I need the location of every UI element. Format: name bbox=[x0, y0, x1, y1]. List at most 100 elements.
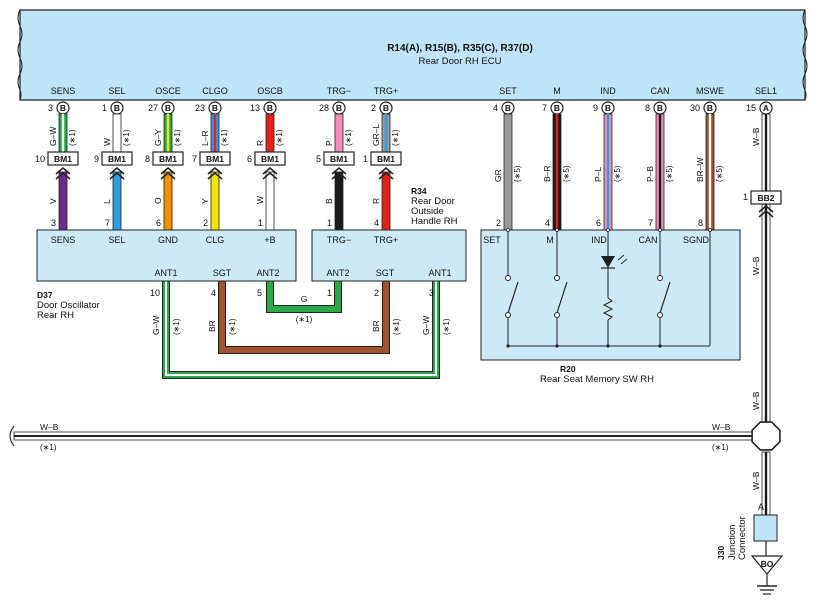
d37-term-4: +B bbox=[264, 235, 275, 245]
ecu-codes: R14(A), R15(B), R35(C), R37(D) bbox=[387, 43, 533, 54]
aw-note-4: (∗1) bbox=[392, 318, 401, 335]
lower-wire-sens bbox=[58, 171, 68, 231]
wire-note-set: (∗5) bbox=[513, 165, 522, 182]
bm1-pin-sens: 10 bbox=[35, 154, 45, 164]
aw-br-right: BR bbox=[371, 320, 381, 332]
bm1-connector-oscb bbox=[254, 151, 286, 166]
aw-note-2: (∗1) bbox=[228, 318, 237, 335]
ecu-pin-set: 4 bbox=[493, 103, 498, 113]
wire-note-trgm: (∗1) bbox=[344, 129, 353, 146]
wire-color-sel: W bbox=[102, 138, 112, 146]
wire-color-sens: G–W bbox=[48, 127, 58, 146]
ecu-conn-clgo: B bbox=[212, 103, 218, 113]
wire-antenna-sgt bbox=[218, 281, 390, 354]
r34-bottom-term-1: SGT bbox=[376, 268, 395, 278]
ecu-conn-sel: B bbox=[114, 103, 120, 113]
wire-bus-wb bbox=[9, 425, 753, 447]
wire-note-trgp: (∗1) bbox=[391, 129, 400, 146]
d37-term-0: SENS bbox=[51, 235, 76, 245]
lower-pin-sens: 3 bbox=[51, 218, 56, 228]
aw-note-1: (∗1) bbox=[172, 318, 181, 335]
wire-color-oscb: R bbox=[255, 140, 265, 146]
r34-bottom-term-0: ANT2 bbox=[326, 268, 349, 278]
wire-color-clgo: L–R bbox=[200, 130, 210, 146]
bm1-pin-osce: 8 bbox=[145, 154, 150, 164]
splice-point-icon bbox=[751, 421, 781, 451]
bus-right-color: W–B bbox=[712, 422, 731, 432]
bm1-connector-sens bbox=[47, 151, 79, 166]
ecu-conn-sens: B bbox=[60, 103, 66, 113]
ecu-terminal-label-sel1: SEL1 bbox=[755, 86, 777, 96]
connector-arrow-icon bbox=[160, 166, 176, 175]
wire-oscb bbox=[265, 113, 275, 153]
d37-bottom-term-2: ANT2 bbox=[256, 268, 279, 278]
connector-arrow-icon bbox=[207, 166, 223, 175]
wire-color-trgp: GR–L bbox=[371, 124, 381, 146]
bus-vert-color2: W–B bbox=[751, 471, 761, 490]
connector-arrow-icon bbox=[109, 166, 125, 175]
bus-left-note: (∗1) bbox=[40, 443, 57, 452]
r34-name2: Outside bbox=[411, 206, 444, 217]
bm1-label-sens: BM1 bbox=[54, 154, 72, 164]
wire-color-mswe: BR–W bbox=[695, 157, 705, 182]
ecu-terminal-label-m: M bbox=[553, 86, 561, 96]
ecu-pin-trgp: 2 bbox=[371, 103, 376, 113]
bb2-label: BB2 bbox=[757, 193, 774, 203]
bm1-pin-trgm: 5 bbox=[316, 154, 321, 164]
d37-term-3: CLG bbox=[206, 235, 225, 245]
d37-name1: Door Oscillator bbox=[37, 300, 100, 311]
wire-note-oscb: (∗1) bbox=[275, 129, 284, 146]
aw-note-3: (∗1) bbox=[296, 315, 313, 324]
lower-wire-trgp bbox=[381, 171, 391, 231]
wire-color-m: B–R bbox=[542, 165, 552, 182]
ecu-terminal-label-osce: OSCE bbox=[155, 86, 181, 96]
ecu-conn-can: B bbox=[657, 103, 663, 113]
ecu-box bbox=[19, 9, 806, 101]
d37-bottom-pin-0: 10 bbox=[150, 288, 160, 298]
ecu-name: Rear Door RH ECU bbox=[419, 56, 502, 67]
d37-bottom-term-1: SGT bbox=[213, 268, 232, 278]
r20-pin-2: 6 bbox=[596, 218, 601, 228]
connector-arrow-icon bbox=[55, 166, 71, 175]
wire-note-mswe: (∗5) bbox=[715, 165, 724, 182]
lower-pin-osce: 6 bbox=[156, 218, 161, 228]
wire-sel bbox=[112, 113, 122, 153]
ecu-terminal-label-mswe: MSWE bbox=[696, 86, 724, 96]
ecu-conn-trgp: B bbox=[383, 103, 389, 113]
wire-can bbox=[655, 113, 665, 231]
ecu-pin-m: 7 bbox=[542, 103, 547, 113]
connector-arrow-icon bbox=[331, 166, 347, 175]
ecu-conn-osce: B bbox=[165, 103, 171, 113]
r34-code: R34 bbox=[411, 186, 427, 196]
r20-term-3: CAN bbox=[638, 235, 657, 245]
ecu-conn-m: B bbox=[554, 103, 560, 113]
ecu-pin-sel: 1 bbox=[102, 103, 107, 113]
ecu-terminal-label-ind: IND bbox=[600, 86, 616, 96]
wire-note-sens: (∗1) bbox=[68, 129, 77, 146]
wire-note-clgo: (∗1) bbox=[220, 129, 229, 146]
ecu-terminal-label-oscb: OSCB bbox=[257, 86, 283, 96]
bm1-label-clgo: BM1 bbox=[206, 154, 224, 164]
lower-wire-color-trgp: R bbox=[371, 198, 381, 204]
ecu-terminal-label-trgp: TRG+ bbox=[374, 86, 398, 96]
lower-wire-clgo bbox=[210, 171, 220, 231]
connector-arrow-icon bbox=[758, 204, 774, 213]
bm1-connector-clgo bbox=[199, 151, 231, 166]
resistor-icon bbox=[602, 297, 614, 321]
lower-wire-sel bbox=[112, 171, 122, 231]
ecu-conn-sel1: A bbox=[763, 103, 769, 113]
bus-right-note: (∗1) bbox=[712, 443, 729, 452]
d37-box bbox=[36, 229, 297, 282]
aw-br-left: BR bbox=[207, 320, 217, 332]
r34-bottom-pin-2: 3 bbox=[429, 288, 434, 298]
wire-sel1 bbox=[761, 113, 771, 441]
r34-name3: Handle RH bbox=[411, 216, 458, 227]
j30-code: J30 bbox=[716, 546, 726, 560]
ecu-pin-sens: 3 bbox=[48, 103, 53, 113]
led-icon bbox=[601, 256, 615, 268]
bm1-label-trgp: BM1 bbox=[377, 154, 395, 164]
bb2-wire-color: W–B bbox=[751, 256, 761, 275]
bm1-connector-trgm bbox=[323, 151, 355, 166]
ecu-conn-set: B bbox=[505, 103, 511, 113]
